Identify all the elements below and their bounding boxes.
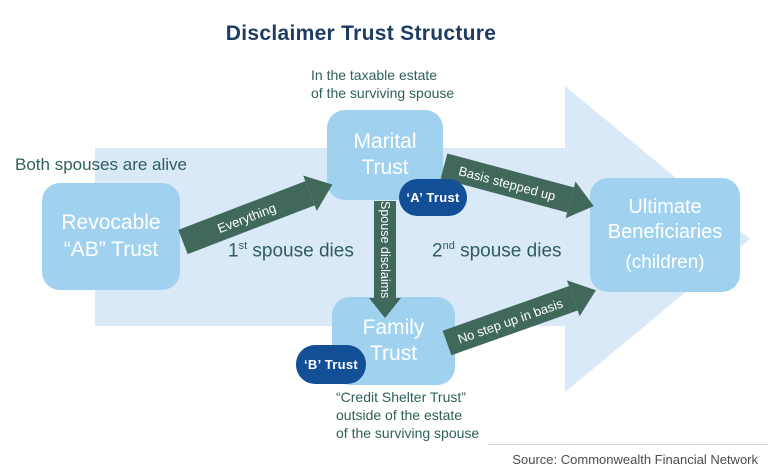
dies-text: spouse dies (454, 240, 562, 262)
arrow-label: Spouse disclaims (374, 201, 396, 299)
box-label-line: Marital (353, 129, 417, 153)
footer-divider (488, 444, 768, 445)
dies-number: 1 (228, 240, 239, 262)
dies-number: 2 (432, 240, 443, 262)
page-title: Disclaimer Trust Structure (225, 22, 497, 45)
label-second-spouse-dies: 2nd spouse dies (432, 240, 562, 262)
box-label-line: Revocable (61, 211, 161, 235)
label-first-spouse-dies: 1st spouse dies (228, 240, 354, 262)
note-credit-shelter-trust: “Credit Shelter Trust” outside of the es… (336, 388, 479, 442)
box-ultimate-beneficiaries: Ultimate Beneficiaries (children) (590, 178, 740, 292)
box-label-line: “AB” Trust (63, 237, 159, 261)
box-label-line: Family (362, 315, 425, 339)
note-line: “Credit Shelter Trust” (336, 389, 466, 405)
dies-ordinal: st (238, 240, 248, 252)
dies-text: spouse dies (247, 240, 354, 262)
box-label-line: (children) (625, 252, 705, 274)
arrowhead-icon (369, 298, 401, 319)
note-line: In the taxable estate (311, 67, 438, 83)
box-revocable-ab-trust: Revocable “AB” Trust (42, 183, 180, 290)
badge-a-trust: ‘A’ Trust (399, 179, 467, 216)
label-both-spouses-alive: Both spouses are alive (15, 155, 187, 174)
note-line: of the surviving spouse (336, 425, 480, 441)
dies-ordinal: nd (442, 240, 455, 252)
box-label-line: Beneficiaries (607, 221, 723, 244)
box-label-line: Ultimate (628, 196, 702, 219)
box-label-line: Trust (369, 342, 418, 365)
note-line: outside of the estate (336, 407, 463, 423)
note-line: of the surviving spouse (311, 85, 455, 101)
arrow-spouse-disclaims: Spouse disclaims (369, 201, 401, 319)
source-attribution: Source: Commonwealth Financial Network (512, 452, 758, 467)
box-label-line: Trust (361, 156, 409, 179)
badge-b-trust: ‘B’ Trust (296, 345, 366, 384)
note-marital-taxable-estate: In the taxable estate of the surviving s… (311, 66, 454, 102)
